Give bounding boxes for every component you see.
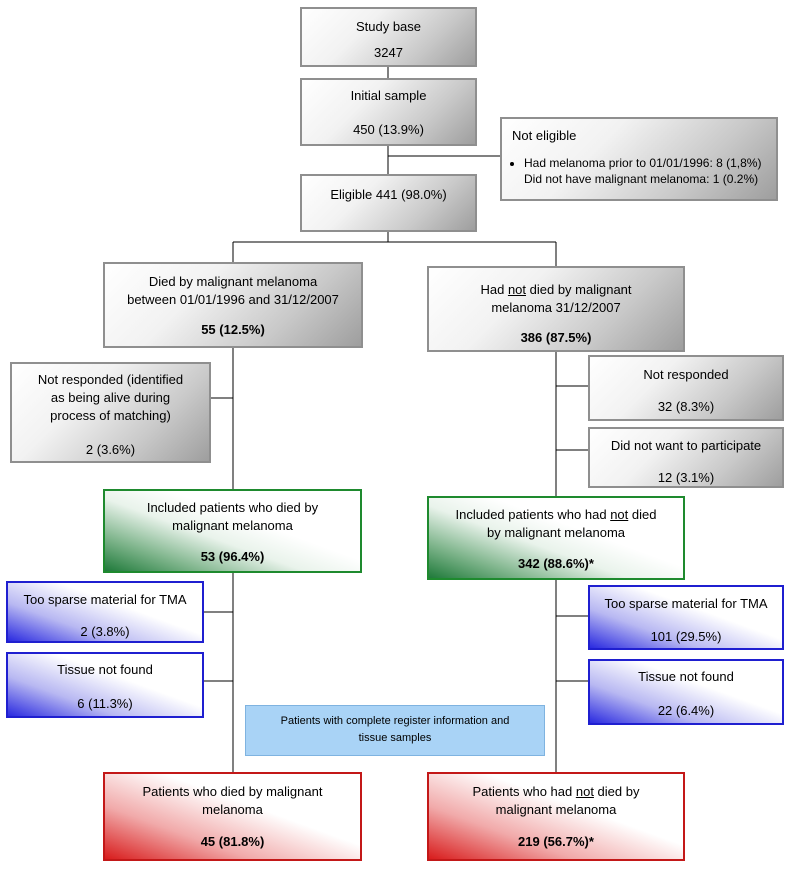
sparse-left-title: Too sparse material for TMA	[23, 592, 187, 607]
tissue-left-value: 6 (11.3%)	[77, 696, 133, 711]
died-box: Died by malignant melanoma between 01/01…	[103, 262, 363, 348]
initial-sample-title: Initial sample	[350, 88, 427, 103]
not-responded-left-line3: process of matching)	[50, 408, 171, 423]
initial-sample-value: 450 (13.9%)	[353, 122, 424, 137]
not-responded-left-line1: Not responded (identified	[37, 372, 184, 387]
sparse-right-value: 101 (29.5%)	[650, 629, 722, 644]
eligible-box: Eligible 441 (98.0%)	[300, 174, 477, 232]
not-responded-left-value: 2 (3.6%)	[85, 442, 136, 457]
included-not-died-line1-pre: Included patients who had	[455, 507, 611, 522]
final-not-died-line1-post: died by	[593, 784, 640, 799]
included-died-value: 53 (96.4%)	[200, 549, 265, 564]
sparse-left-value: 2 (3.8%)	[80, 624, 130, 639]
tissue-right-value: 22 (6.4%)	[657, 703, 715, 718]
not-eligible-title: Not eligible	[512, 128, 577, 143]
did-not-participate-title: Did not want to participate	[610, 438, 762, 453]
initial-sample-box: Initial sample 450 (13.9%)	[300, 78, 477, 146]
sparse-right-title: Too sparse material for TMA	[604, 596, 768, 611]
not-eligible-list: Had melanoma prior to 01/01/1996: 8 (1,8…	[512, 155, 768, 187]
tissue-right-title: Tissue not found	[638, 669, 734, 684]
final-not-died-line1-emphasis: not	[575, 784, 594, 799]
final-not-died-value: 219 (56.7%)*	[518, 834, 594, 849]
did-not-participate-box: Did not want to participate 12 (3.1%)	[588, 427, 784, 488]
study-base-box: Study base 3247	[300, 7, 477, 67]
died-line2: between 01/01/1996 and 31/12/2007	[127, 292, 339, 307]
not-responded-left-box: Not responded (identified as being alive…	[10, 362, 211, 463]
included-not-died-line1: Included patients who had not died	[429, 506, 683, 524]
did-not-participate-value: 12 (3.1%)	[657, 470, 715, 485]
included-not-died-line1-emphasis: not	[610, 507, 629, 522]
sparse-right-box: Too sparse material for TMA 101 (29.5%)	[588, 585, 784, 650]
not-died-value: 386 (87.5%)	[520, 330, 592, 345]
study-base-value: 3247	[374, 45, 403, 60]
not-died-line2: melanoma 31/12/2007	[491, 300, 621, 315]
final-not-died-line1: Patients who had not died by	[429, 783, 683, 801]
included-not-died-line2: by malignant melanoma	[486, 525, 626, 540]
included-not-died-line1-post: died	[628, 507, 657, 522]
included-died-box: Included patients who died by malignant …	[103, 489, 362, 573]
included-not-died-box: Included patients who had not died by ma…	[427, 496, 685, 580]
tissue-left-box: Tissue not found 6 (11.3%)	[6, 652, 204, 718]
legend-line2: tissue samples	[358, 732, 432, 744]
legend-line1: Patients with complete register informat…	[280, 715, 510, 727]
legend-box: Patients with complete register informat…	[245, 705, 545, 756]
eligible-title: Eligible 441 (98.0%)	[330, 187, 447, 202]
not-responded-left-line2: as being alive during	[50, 390, 171, 405]
included-died-line1: Included patients who died by	[146, 500, 319, 515]
sparse-left-box: Too sparse material for TMA 2 (3.8%)	[6, 581, 204, 643]
not-died-box: Had not died by malignant melanoma 31/12…	[427, 266, 685, 352]
not-responded-right-box: Not responded 32 (8.3%)	[588, 355, 784, 421]
not-died-line1-post: died by malignant	[526, 282, 632, 297]
included-not-died-value: 342 (88.6%)*	[518, 556, 594, 571]
final-died-box: Patients who died by malignant melanoma …	[103, 772, 362, 861]
final-died-value: 45 (81.8%)	[200, 834, 265, 849]
tissue-left-title: Tissue not found	[57, 662, 153, 677]
final-not-died-line2: malignant melanoma	[495, 802, 617, 817]
included-died-line2: malignant melanoma	[172, 518, 293, 533]
not-died-line1: Had not died by malignant	[429, 281, 683, 299]
not-responded-right-title: Not responded	[643, 367, 729, 382]
not-eligible-item: Had melanoma prior to 01/01/1996: 8 (1,8…	[524, 155, 768, 171]
study-base-title: Study base	[355, 19, 422, 34]
not-responded-right-value: 32 (8.3%)	[657, 399, 715, 414]
not-died-line1-pre: Had	[480, 282, 508, 297]
not-eligible-box: Not eligible Had melanoma prior to 01/01…	[500, 117, 778, 201]
final-died-line2: melanoma	[202, 802, 263, 817]
not-died-line1-emphasis: not	[507, 282, 527, 297]
not-eligible-item: Did not have malignant melanoma: 1 (0.2%…	[524, 172, 759, 186]
died-line1: Died by malignant melanoma	[148, 274, 318, 289]
tissue-right-box: Tissue not found 22 (6.4%)	[588, 659, 784, 725]
final-died-line1: Patients who died by malignant	[142, 784, 323, 799]
died-value: 55 (12.5%)	[201, 322, 265, 337]
final-not-died-line1-pre: Patients who had	[472, 784, 576, 799]
final-not-died-box: Patients who had not died by malignant m…	[427, 772, 685, 861]
